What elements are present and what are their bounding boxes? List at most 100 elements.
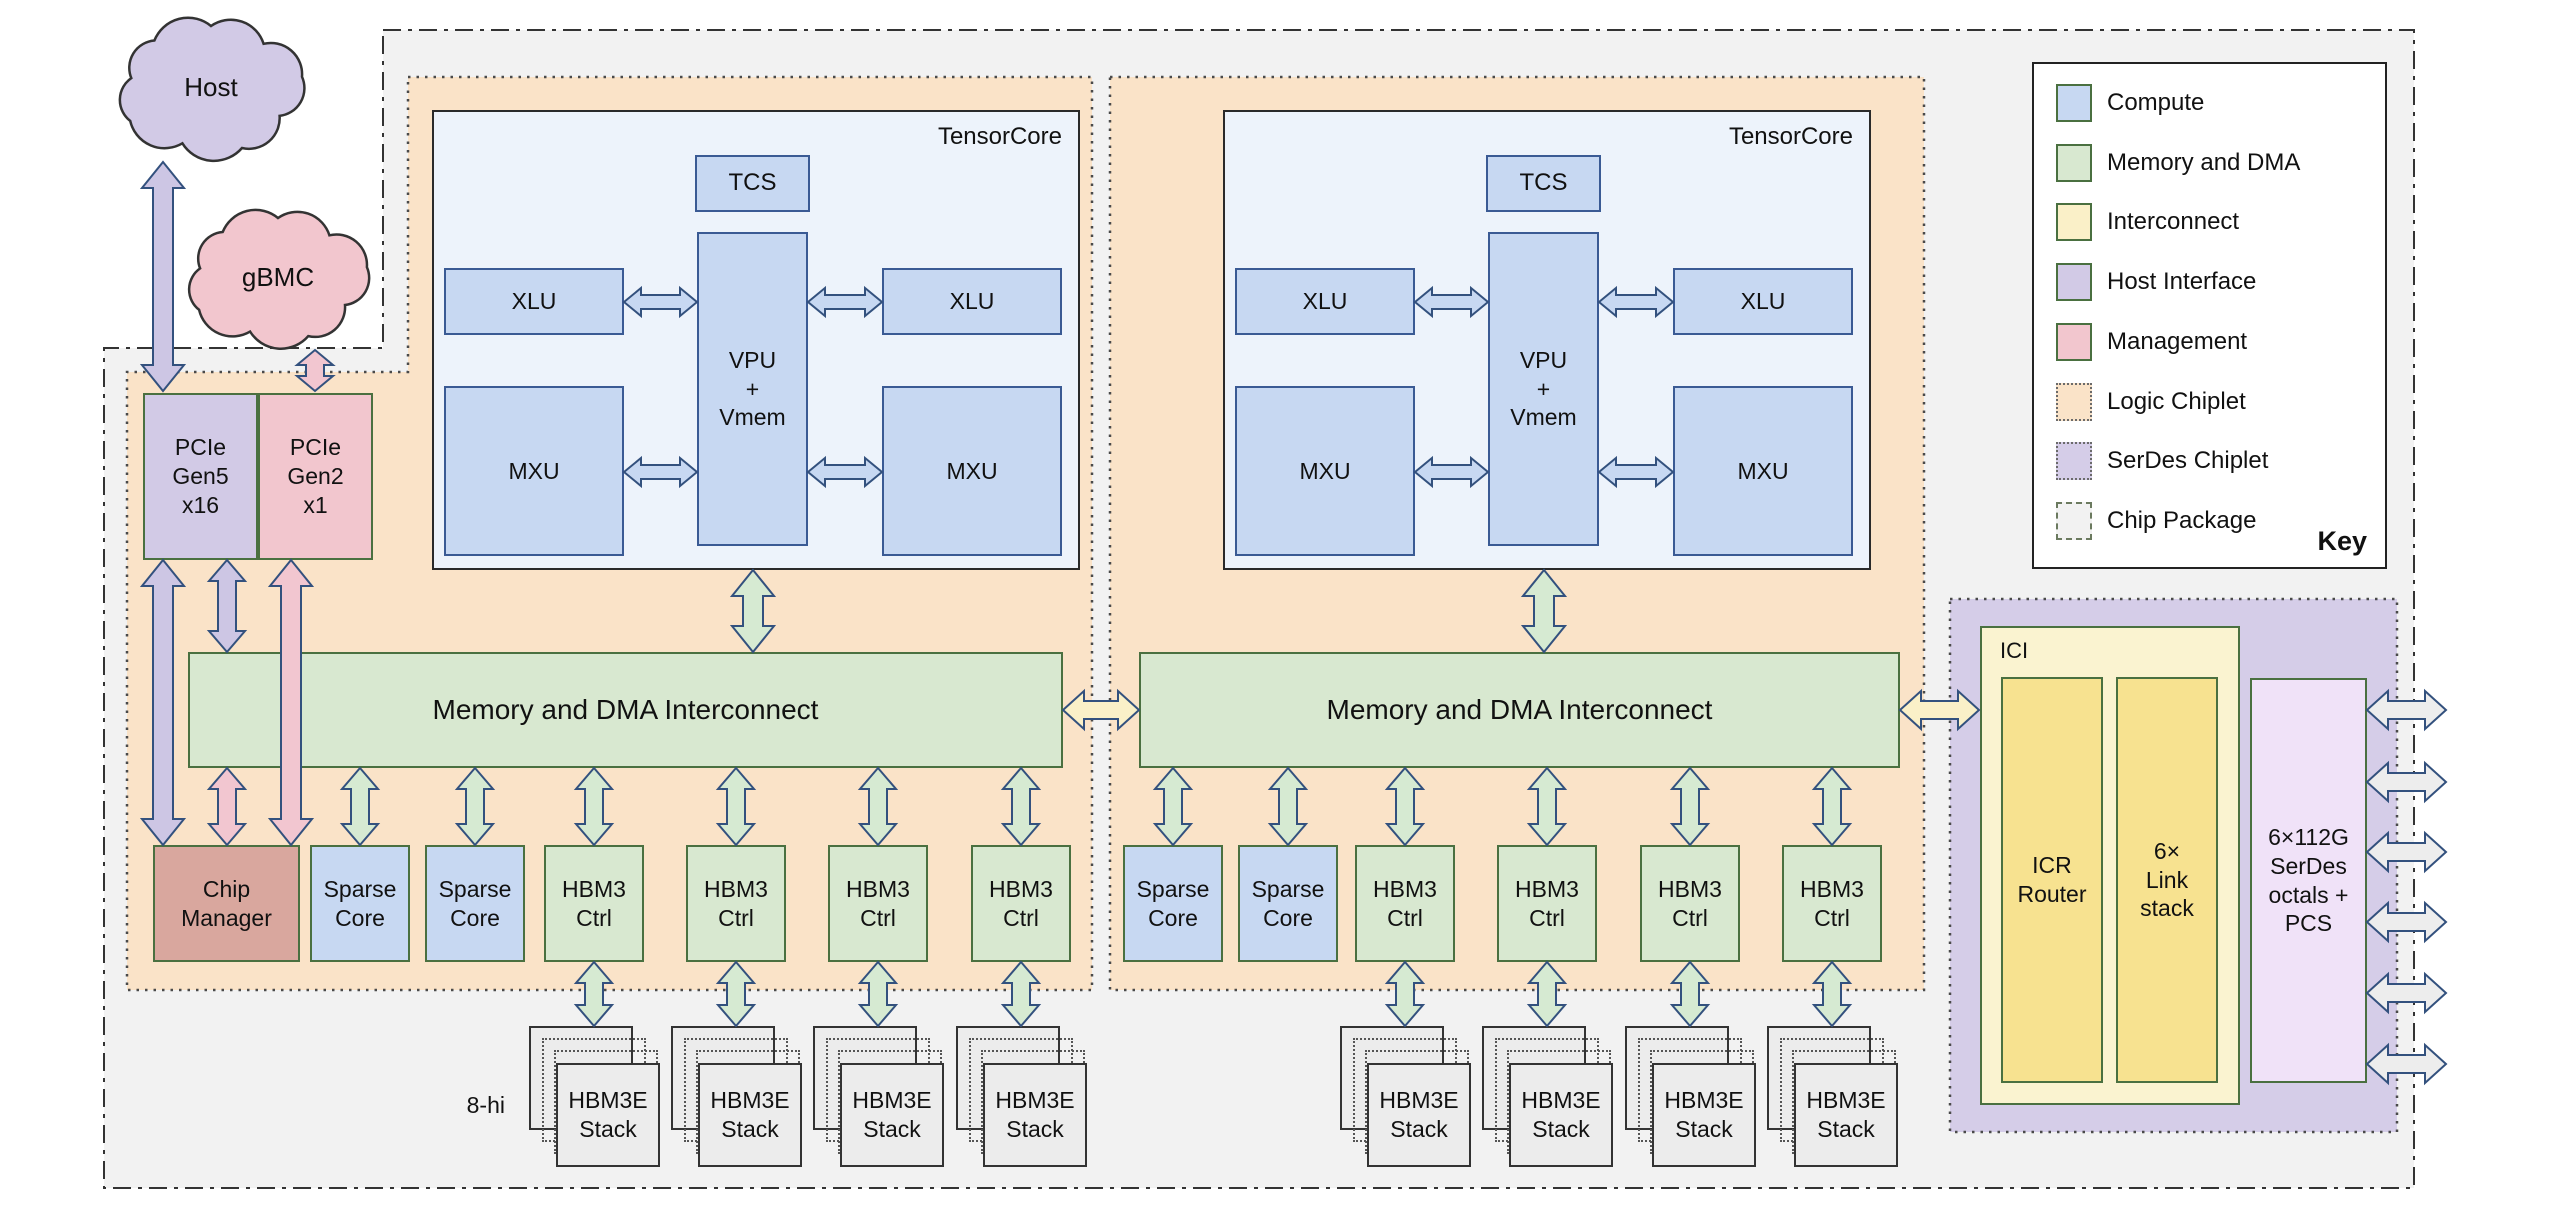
hbm3-ctrl-box-3: HBM3 Ctrl <box>828 845 928 962</box>
stack-height-note: 8-hi <box>466 1092 505 1118</box>
hbm3-ctrl-box-4: HBM3 Ctrl <box>971 845 1071 962</box>
sparse-core-box-4: Sparse Core <box>1238 845 1338 962</box>
arrow-interconnect2-to-ici <box>1898 688 1981 732</box>
legend-label: SerDes Chiplet <box>2107 447 2269 474</box>
legend-label: Logic Chiplet <box>2107 388 2246 415</box>
arrow-serdes-link-2 <box>2365 760 2448 804</box>
legend-row-memory-and-dma: Memory and DMA <box>2034 144 2385 182</box>
hbm3-ctrl-box-2: HBM3 Ctrl <box>686 845 786 962</box>
hbm3e-stack-front: HBM3E Stack <box>1652 1063 1756 1167</box>
arrow-hbmctrl-to-stack-6 <box>1526 960 1568 1028</box>
arrow-hbmctrl-to-stack-1 <box>573 960 615 1028</box>
arrow-interconnect-to-row-9 <box>1384 766 1426 847</box>
legend-title: Key <box>2317 526 2367 556</box>
legend-swatch <box>2056 144 2092 182</box>
serdes-octals-box: 6×112G SerDes octals + PCS <box>2250 678 2367 1083</box>
memory-dma-interconnect-2: Memory and DMA Interconnect <box>1139 652 1900 768</box>
memory-dma-interconnect-1: Memory and DMA Interconnect <box>188 652 1063 768</box>
legend-swatch <box>2056 323 2092 361</box>
legend-swatch <box>2056 84 2092 122</box>
vpu-vmem-box-2: VPU + Vmem <box>1488 232 1599 546</box>
hbm3-ctrl-box-7: HBM3 Ctrl <box>1640 845 1740 962</box>
legend-row-interconnect: Interconnect <box>2034 203 2385 241</box>
xlu-right-box-1: XLU <box>882 268 1062 335</box>
legend-label: Management <box>2107 328 2248 355</box>
legend-swatch <box>2056 442 2092 480</box>
arrow-serdes-link-3 <box>2365 830 2448 874</box>
arrow-interconnect-to-row-4 <box>715 766 757 847</box>
arrow-pcie5-to-chip-manager <box>139 558 187 847</box>
arrow-interconnect-to-row-6 <box>1000 766 1042 847</box>
hbm3-ctrl-box-8: HBM3 Ctrl <box>1782 845 1882 962</box>
arrow-interconnect-to-row-8 <box>1267 766 1309 847</box>
hbm3e-stack-group-3: HBM3E Stack <box>813 1026 944 1167</box>
arrow-serdes-link-6 <box>2365 1042 2448 1086</box>
hbm3e-stack-front: HBM3E Stack <box>840 1063 944 1167</box>
arrow-serdes-link-1 <box>2365 688 2448 732</box>
sparse-core-box-2: Sparse Core <box>425 845 525 962</box>
arrow-interconnect-to-row-11 <box>1669 766 1711 847</box>
arrow-hbmctrl-to-stack-8 <box>1811 960 1853 1028</box>
hbm3-ctrl-box-5: HBM3 Ctrl <box>1355 845 1455 962</box>
hbm3e-stack-group-6: HBM3E Stack <box>1482 1026 1613 1167</box>
pcie-gen2-box: PCIe Gen2 x1 <box>258 393 373 560</box>
legend-swatch <box>2056 383 2092 421</box>
arrow-interconnect-to-row-12 <box>1811 766 1853 847</box>
chip-manager-box: Chip Manager <box>153 845 300 962</box>
arrow-serdes-link-5 <box>2365 971 2448 1015</box>
arrow-interconnect-to-row-10 <box>1526 766 1568 847</box>
hbm3e-stack-front: HBM3E Stack <box>1794 1063 1898 1167</box>
legend-row-management: Management <box>2034 323 2385 361</box>
hbm3e-stack-front: HBM3E Stack <box>556 1063 660 1167</box>
hbm3e-stack-front: HBM3E Stack <box>698 1063 802 1167</box>
legend-label: Compute <box>2107 89 2205 116</box>
legend-swatch <box>2056 203 2092 241</box>
arrow-interconnect-to-row-2 <box>454 766 496 847</box>
tcs-box-1: TCS <box>695 155 810 212</box>
legend-row-host-interface: Host Interface <box>2034 263 2385 301</box>
arrow-gbmc-to-pcie <box>294 348 336 393</box>
pcie-gen5-box: PCIe Gen5 x16 <box>143 393 258 560</box>
host-cloud-label: Host <box>184 72 238 102</box>
arrow-hbmctrl-to-stack-4 <box>1000 960 1042 1028</box>
legend-row-serdes-chiplet: SerDes Chiplet <box>2034 442 2385 480</box>
icr-router-box: ICR Router <box>2001 677 2103 1083</box>
legend-row-logic-chiplet: Logic Chiplet <box>2034 383 2385 421</box>
arrow-serdes-link-4 <box>2365 900 2448 944</box>
xlu-right-box-2: XLU <box>1673 268 1853 335</box>
arrow-tensorcore1-to-interconnect <box>729 568 777 654</box>
mxu-right-box-2: MXU <box>1673 386 1853 556</box>
legend-label: Memory and DMA <box>2107 149 2301 176</box>
xlu-left-box-1: XLU <box>444 268 624 335</box>
hbm3e-stack-group-1: HBM3E Stack <box>529 1026 660 1167</box>
tcs-box-2: TCS <box>1486 155 1601 212</box>
sparse-core-box-3: Sparse Core <box>1123 845 1223 962</box>
legend-swatch <box>2056 502 2092 540</box>
hbm3e-stack-group-2: HBM3E Stack <box>671 1026 802 1167</box>
hbm3e-stack-front: HBM3E Stack <box>1509 1063 1613 1167</box>
hbm3e-stack-group-4: HBM3E Stack <box>956 1026 1087 1167</box>
xlu-left-box-2: XLU <box>1235 268 1415 335</box>
arrow-hbmctrl-to-stack-5 <box>1384 960 1426 1028</box>
hbm3-ctrl-box-6: HBM3 Ctrl <box>1497 845 1597 962</box>
legend-swatch <box>2056 263 2092 301</box>
hbm3e-stack-front: HBM3E Stack <box>1367 1063 1471 1167</box>
arrow-interconnect1-to-interconnect2 <box>1061 688 1141 732</box>
gbmc-cloud-label: gBMC <box>241 262 315 292</box>
mxu-left-box-1: MXU <box>444 386 624 556</box>
tensorcore-label-1: TensorCore <box>937 123 1062 150</box>
arrow-hbmctrl-to-stack-2 <box>715 960 757 1028</box>
hbm3e-stack-front: HBM3E Stack <box>983 1063 1087 1167</box>
legend-label: Interconnect <box>2107 208 2240 235</box>
legend-label: Host Interface <box>2107 268 2257 295</box>
arrow-host-to-pcie <box>139 160 187 393</box>
link-stack-box: 6× Link stack <box>2116 677 2218 1083</box>
hbm3-ctrl-box-1: HBM3 Ctrl <box>544 845 644 962</box>
hbm3e-stack-group-8: HBM3E Stack <box>1767 1026 1898 1167</box>
legend-label: Chip Package <box>2107 507 2257 534</box>
arrow-hbmctrl-to-stack-7 <box>1669 960 1711 1028</box>
mxu-right-box-1: MXU <box>882 386 1062 556</box>
arrow-pcie5-to-interconnect <box>206 558 248 654</box>
